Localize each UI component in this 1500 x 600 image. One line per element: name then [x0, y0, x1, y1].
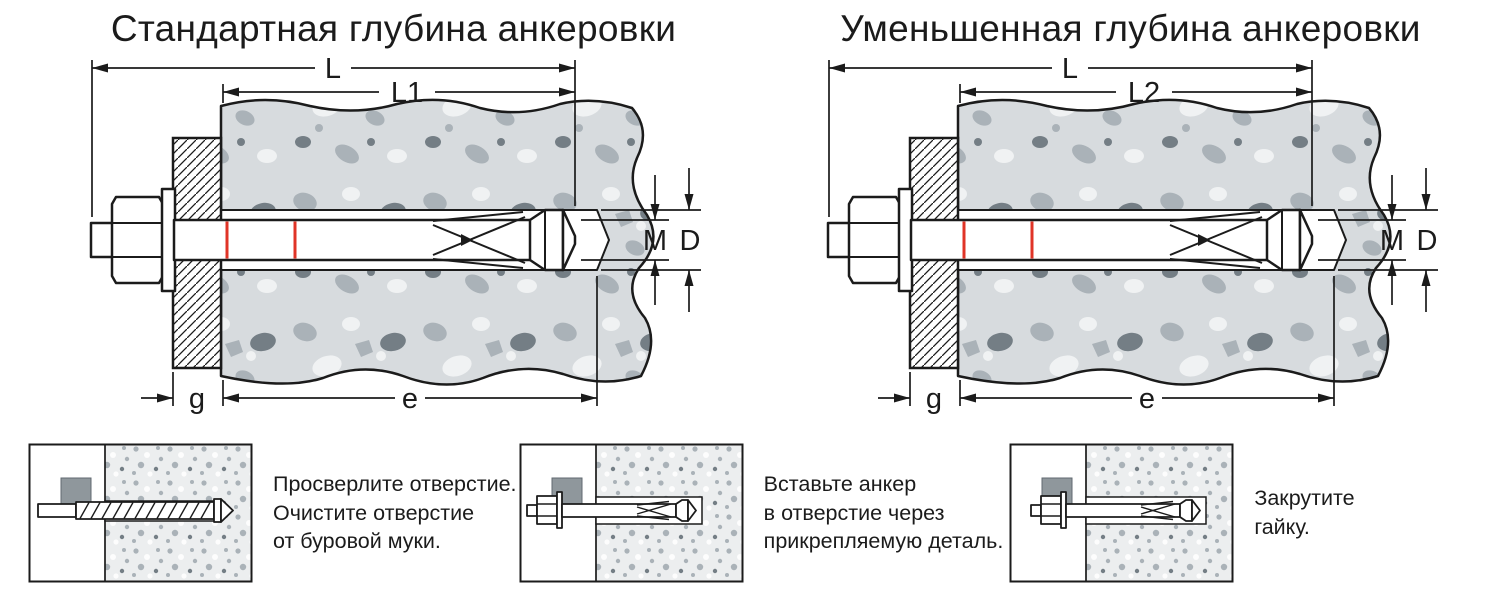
dimension-embed: L1: [222, 77, 575, 109]
caption-line: от буровой муки.: [273, 529, 441, 554]
insert-anchor-illustration: [519, 443, 744, 583]
wedge-anchor: [826, 187, 1314, 293]
expansion-clip: [1169, 211, 1263, 269]
dimension-e: e: [959, 276, 1335, 415]
dimension-e: e: [222, 276, 598, 415]
instruction-step-3: Закрутите гайку.: [1009, 443, 1500, 583]
dim-label-thread: M: [1380, 225, 1404, 257]
step-caption-3: Закрутите гайку.: [1254, 484, 1354, 541]
diagram-standard-depth: Стандартная глубина анкеровки: [25, 6, 762, 435]
hex-nut: [110, 195, 165, 285]
wedge-cone: [528, 208, 577, 272]
dimension-g: g: [141, 372, 205, 415]
instruction-steps: Просверлите отверстие. Очистите отверсти…: [25, 443, 1500, 583]
anchor: [525, 491, 697, 529]
caption-line: Закрутите: [1254, 486, 1355, 511]
drill-bit: [37, 498, 234, 523]
drill-illustration: [28, 443, 253, 583]
dimension-embed: L2: [959, 77, 1312, 109]
dim-label-thread: M: [643, 225, 667, 257]
caption-line: гайку.: [1254, 515, 1310, 539]
step-caption-1: Просверлите отверстие. Очистите отверсти…: [273, 470, 517, 556]
dim-label-depth: e: [402, 383, 418, 415]
setting-marks: [962, 221, 1034, 259]
wedge-cone: [1265, 208, 1314, 272]
dim-label-total: L: [325, 53, 341, 85]
dim-label-depth: e: [1139, 383, 1155, 415]
wedge-anchor: [89, 187, 577, 293]
dim-label-plate: g: [926, 383, 942, 415]
dim-label-drill: D: [1417, 225, 1438, 257]
dim-label-embed: L1: [391, 77, 423, 109]
dim-label-total: L: [1062, 53, 1078, 85]
expansion-clip: [432, 211, 526, 269]
diagram-title-reduced: Уменьшенная глубина анкеровки: [840, 8, 1421, 49]
bolt-tip: [826, 221, 852, 259]
dim-label-plate: g: [189, 383, 205, 415]
anchor: [1030, 491, 1202, 529]
anchor-diagram-reduced: L L2 M: [826, 53, 1438, 415]
page: Стандартная глубина анкеровки: [25, 6, 1500, 583]
caption-line: прикрепляемую деталь.: [763, 529, 1004, 554]
dimension-drill-D: D: [601, 168, 701, 312]
tighten-nut-illustration: [1009, 443, 1234, 583]
hex-nut: [847, 195, 902, 285]
diagrams-row: Стандартная глубина анкеровки: [25, 6, 1500, 435]
step-caption-2: Вставьте анкер в отверстие через прикреп…: [764, 470, 1004, 556]
dim-label-embed: L2: [1128, 77, 1160, 109]
instruction-step-1: Просверлите отверстие. Очистите отверсти…: [28, 443, 519, 583]
caption-line: Просверлите отверстие.: [273, 472, 517, 497]
diagram-title-standard: Стандартная глубина анкеровки: [110, 8, 677, 49]
dimension-thread-M: M: [581, 175, 669, 305]
dimension-L: L: [828, 53, 1313, 217]
setting-marks: [225, 221, 297, 259]
dimension-drill-D: D: [1338, 168, 1438, 312]
caption-line: в отверстие через: [763, 500, 945, 525]
instruction-step-2: Вставьте анкер в отверстие через прикреп…: [519, 443, 1010, 583]
anchor-diagram-standard: L L1 M: [89, 53, 701, 415]
dimension-g: g: [878, 372, 942, 415]
dimension-L: L: [91, 53, 576, 217]
caption-line: Очистите отверстие: [273, 500, 475, 525]
dimension-thread-M: M: [1318, 175, 1406, 305]
diagram-reduced-depth: Уменьшенная глубина анкеровки: [762, 6, 1499, 435]
dim-label-drill: D: [680, 225, 701, 257]
bolt-tip: [89, 221, 115, 259]
caption-line: Вставьте анкер: [763, 472, 917, 497]
